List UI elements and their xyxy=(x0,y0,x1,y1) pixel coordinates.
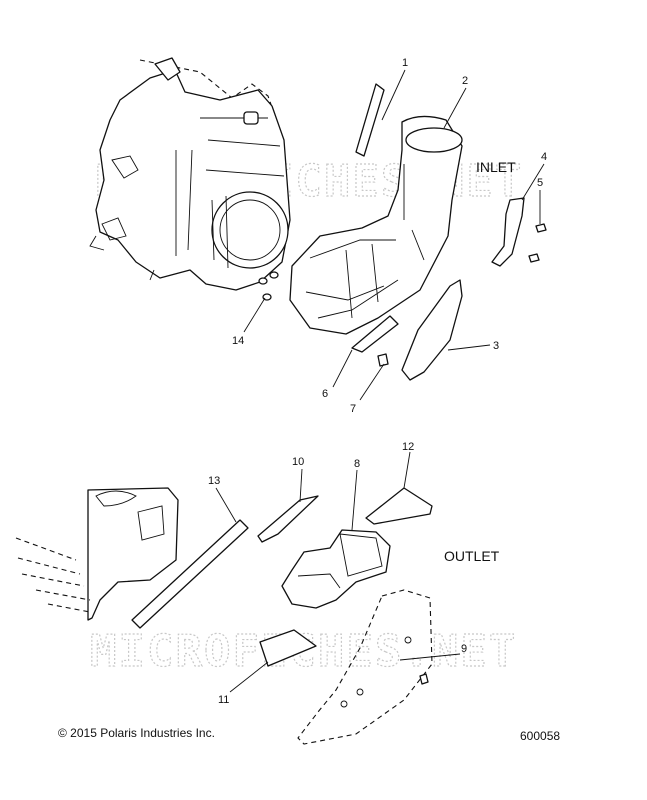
seal-10 xyxy=(257,495,319,543)
outlet-panel-9 xyxy=(297,589,433,745)
inlet-label: INLET xyxy=(476,159,516,175)
bolt-7 xyxy=(377,353,389,367)
callout-9: 9 xyxy=(461,643,467,655)
diagram-number: 600058 xyxy=(520,729,560,743)
outlet-duct-8 xyxy=(281,529,391,609)
seal-11 xyxy=(259,629,317,667)
callout-12: 12 xyxy=(402,441,414,453)
seal-strip-13 xyxy=(131,519,249,629)
seal-12 xyxy=(365,487,433,525)
bracket-4 xyxy=(491,197,525,267)
callout-10: 10 xyxy=(292,456,304,468)
leader-lines xyxy=(215,69,545,693)
outlet-label: OUTLET xyxy=(444,548,500,564)
callout-13: 13 xyxy=(208,475,220,487)
inlet-duct-2 xyxy=(289,115,463,335)
callout-8: 8 xyxy=(354,458,360,470)
bolt-5 xyxy=(528,223,547,263)
callout-11: 11 xyxy=(218,694,229,706)
copyright-text: © 2015 Polaris Industries Inc. xyxy=(58,726,215,740)
bracket-6 xyxy=(351,315,399,353)
callout-2: 2 xyxy=(462,75,468,87)
grommet-14 xyxy=(258,271,279,301)
engine-housing xyxy=(89,57,291,291)
inlet-plate-3 xyxy=(401,279,463,381)
callout-14: 14 xyxy=(232,335,244,347)
inlet-seal-1 xyxy=(355,83,385,157)
engine-lower-block xyxy=(15,487,179,621)
callout-1: 1 xyxy=(402,57,408,69)
callout-7: 7 xyxy=(350,403,356,415)
callout-3: 3 xyxy=(493,340,499,352)
callout-5: 5 xyxy=(537,177,543,189)
callout-labels: 1 2 3 4 5 6 7 8 9 10 11 12 13 14 xyxy=(208,57,547,706)
callout-4: 4 xyxy=(541,151,547,163)
callout-6: 6 xyxy=(322,388,328,400)
